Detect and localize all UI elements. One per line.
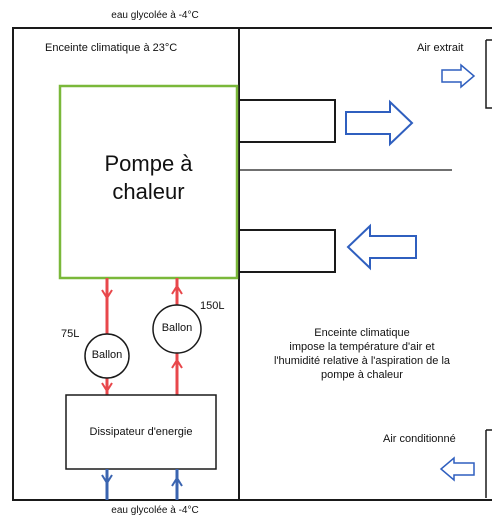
air-extract-label: Air extrait [417,42,464,54]
right-chamber-description: Enceinte climatique impose la températur… [262,326,462,382]
exhaust-arrow [345,99,414,147]
right-chamber-line2: impose la température d'air et [289,341,435,353]
air-extract-bracket [485,39,492,109]
hot-pipe-left-arrow-1 [101,289,113,300]
ballon-right-circle [152,304,202,354]
hot-pipe-left-arrow-2 [101,382,113,393]
heat-pump-title-line1: Pompe à [104,151,193,176]
heat-pump-box [58,84,239,280]
intake-duct [238,229,336,273]
heat-pump-title: Pompe à chaleur [60,150,237,206]
right-chamber-line4: pompe à chaleur [321,369,403,381]
air-extract-arrow [441,63,476,89]
air-conditioned-bracket [485,429,492,498]
intake-arrow [346,223,417,271]
right-chamber-line3: l'humidité relative à l'aspiration de la [273,355,451,367]
ballon-right-label: Ballon [161,322,193,334]
ballon-right-volume: 150L [200,300,225,312]
cold-pipe-right-arrow [171,476,183,487]
air-conditioned-label: Air conditionné [383,433,456,445]
top-glycol-note: eau glycolée à -4°C [111,10,199,21]
air-conditioned-arrow [439,456,475,482]
ballon-left-volume: 75L [61,328,80,340]
cold-pipe-left-arrow [101,474,113,485]
ballon-left-label: Ballon [91,349,123,361]
hot-pipe-right-arrow-1 [171,284,183,295]
exhaust-duct [238,99,336,143]
left-chamber-label: Enceinte climatique à 23°C [45,42,178,54]
right-chamber-line1: Enceinte climatique [314,327,410,339]
bottom-glycol-note: eau glycolée à -4°C [111,505,199,516]
dissipator-label: Dissipateur d'energie [89,426,193,438]
ballon-left-circle [84,333,130,379]
heat-pump-title-line2: chaleur [112,179,185,204]
dissipator-box [65,394,217,470]
hot-pipe-right-arrow-2 [171,358,183,369]
